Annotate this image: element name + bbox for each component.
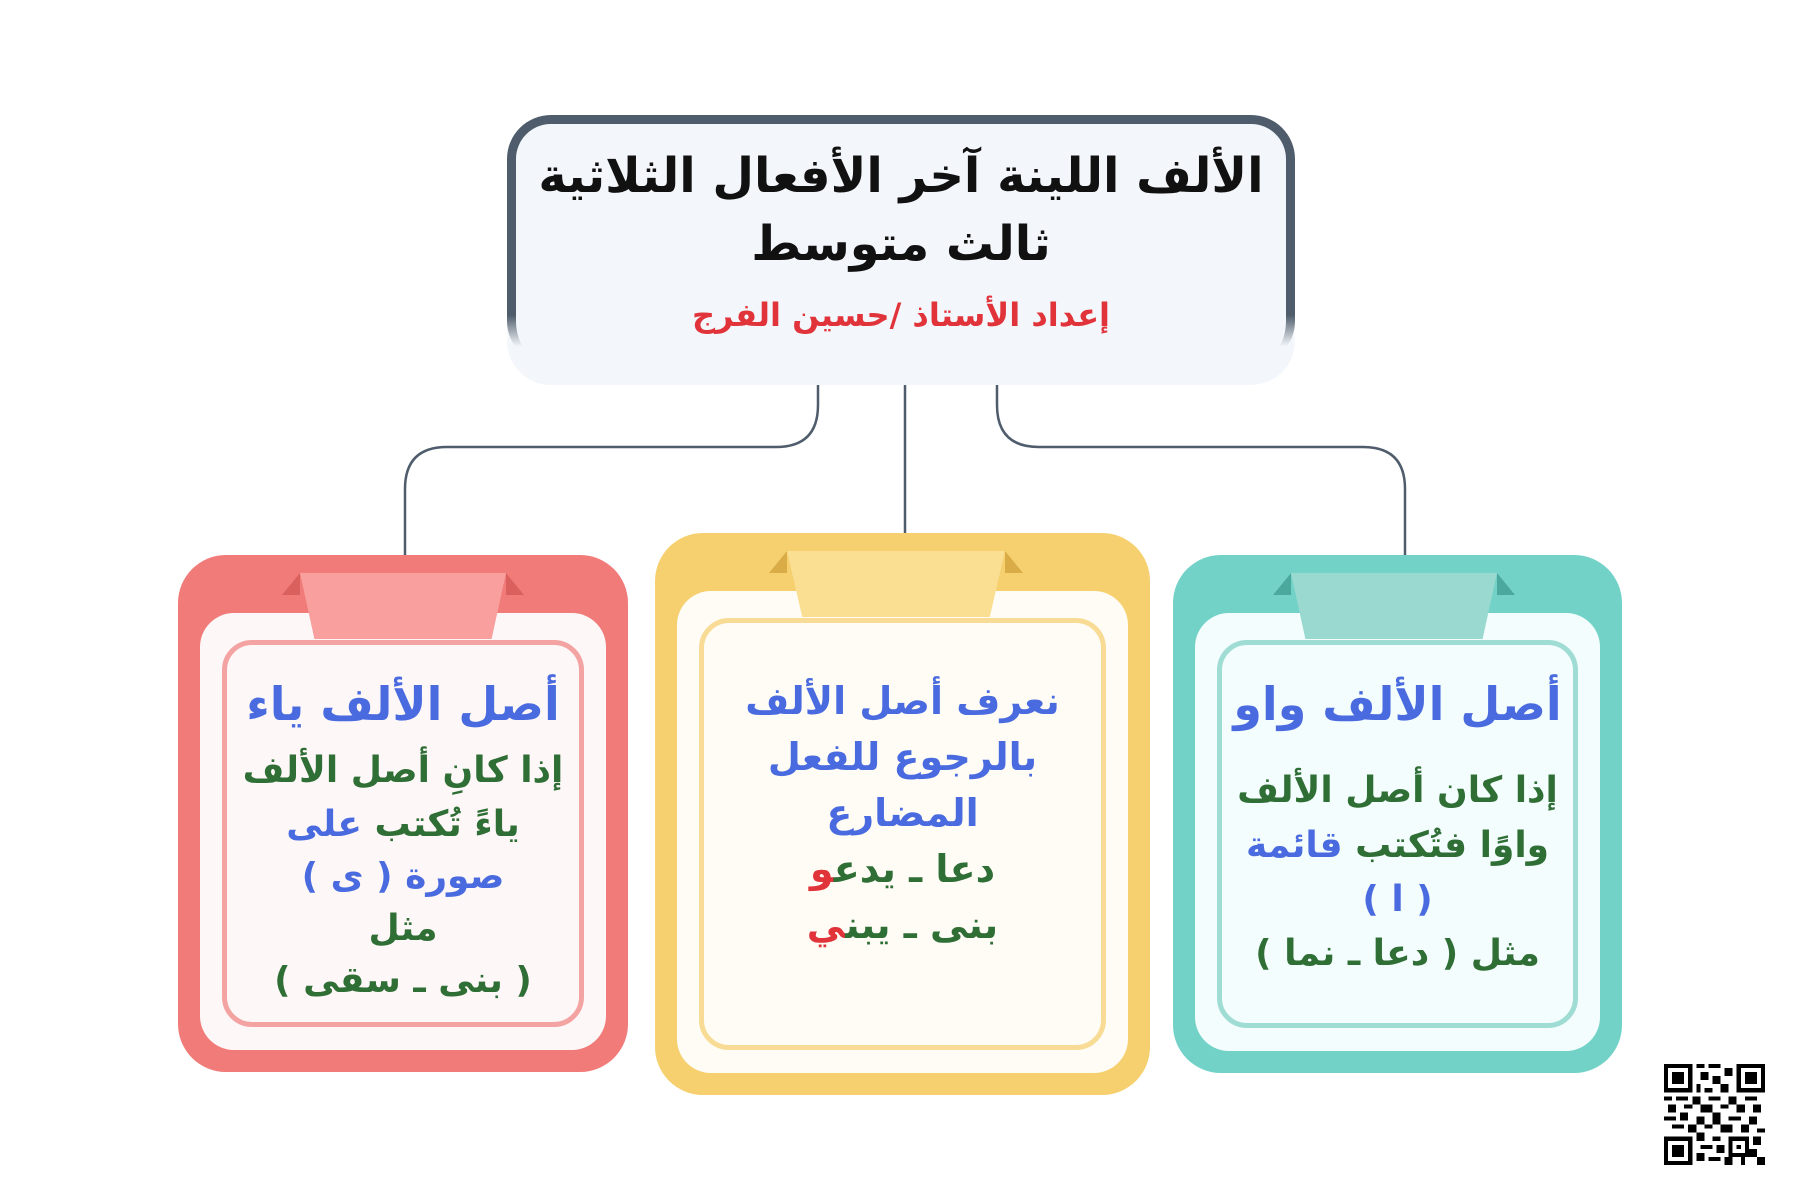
tab-ear-left [1273, 573, 1291, 595]
tab-ear-left [282, 573, 300, 595]
card-line-2: واوًا فتُكتب قائمة [1245, 825, 1550, 866]
qr-code-icon [1664, 1064, 1765, 1165]
card-heading: أصل الألف واو [1233, 677, 1562, 731]
card-frame [1217, 640, 1578, 1028]
card-line-3: ( ا ) [1362, 879, 1433, 920]
card-frame [222, 640, 584, 1027]
tab-ear-right [1005, 551, 1023, 573]
card-line-4: مثل [368, 908, 438, 949]
card-content: أصل الألف واو إذا كان أصل الألف واوًا فت… [1223, 673, 1572, 981]
card-tab [300, 573, 506, 639]
tab-ear-right [506, 573, 524, 595]
card-heading: أصل الألف ياء [246, 677, 560, 731]
title-node: الألف اللينة آخر الأفعال الثلاثية ثالث م… [507, 115, 1295, 385]
card-line-2: ياءً تُكتب على [286, 804, 520, 845]
title-line-1: الألف اللينة آخر الأفعال الثلاثية [538, 148, 1264, 204]
tab-ear-left [769, 551, 787, 573]
card-line-4: مثل ( دعا ـ نما ) [1255, 933, 1540, 974]
card-content: نعرف أصل الألف بالرجوع للفعل المضارع دعا… [705, 673, 1100, 953]
title-line-2: ثالث متوسط [751, 216, 1051, 272]
card-line-5: ( بنى ـ سقى ) [274, 960, 532, 1001]
card-line-3: صورة ( ى ) [301, 856, 505, 897]
card-line-1: إذا كانِ أصل الألف [242, 750, 564, 791]
card-tab [787, 551, 1005, 617]
card-line-1: نعرف أصل الألف [745, 679, 1060, 723]
card-line-1: إذا كان أصل الألف [1237, 770, 1558, 811]
card-line-2: بالرجوع للفعل [767, 735, 1038, 779]
tab-ear-right [1497, 573, 1515, 595]
card-content: أصل الألف ياء إذا كانِ أصل الألف ياءً تُ… [228, 673, 578, 1007]
card-line-3: المضارع [826, 791, 979, 835]
card-tab [1291, 573, 1497, 639]
card-alif-from-waw: أصل الألف واو إذا كان أصل الألف واوًا فت… [1173, 555, 1622, 1073]
title-node-fade [507, 315, 1295, 385]
card-how-to-know-origin: نعرف أصل الألف بالرجوع للفعل المضارع دعا… [655, 533, 1150, 1095]
example-line-2: بنى ـ يبني [806, 903, 999, 947]
example-line-1: دعا ـ يدعو [809, 847, 996, 891]
card-alif-from-ya: أصل الألف ياء إذا كانِ أصل الألف ياءً تُ… [178, 555, 628, 1072]
card-frame [699, 618, 1106, 1050]
author-credit: إعداد الأستاذ /حسين الفرج [691, 296, 1111, 334]
